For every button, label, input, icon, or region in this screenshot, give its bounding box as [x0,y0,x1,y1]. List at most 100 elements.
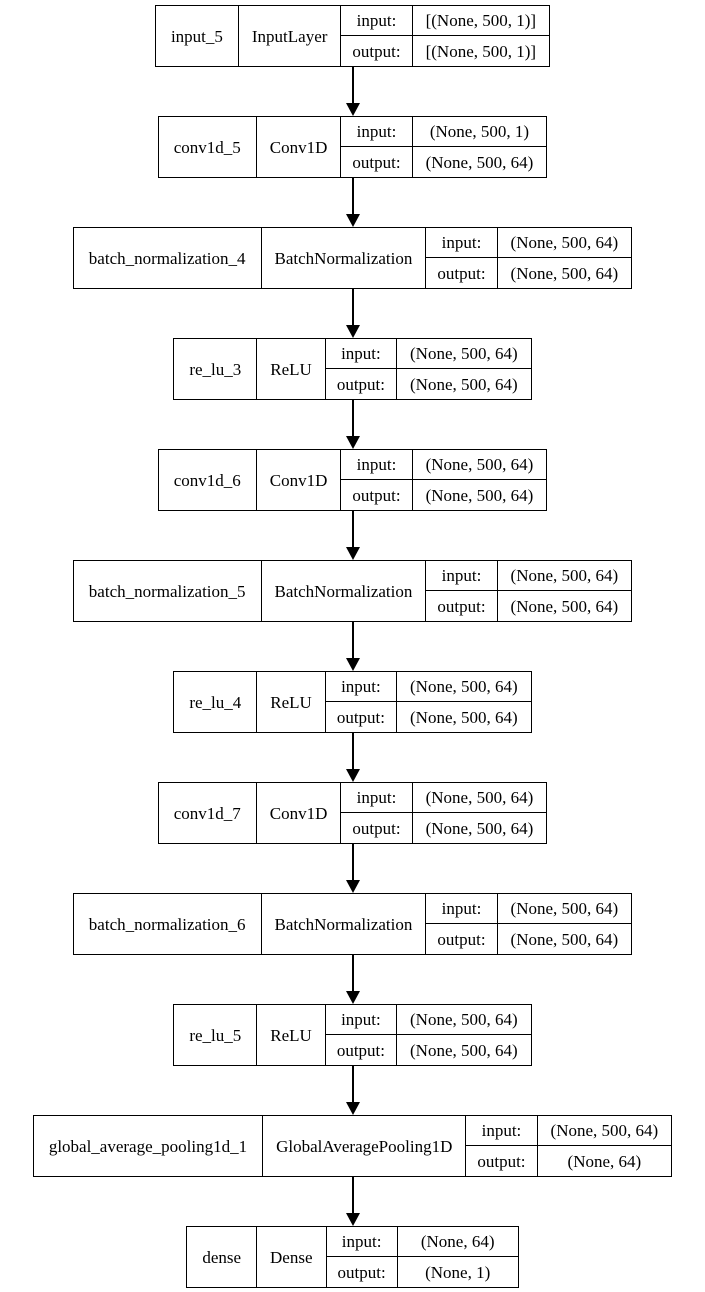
arrow-line [351,1177,354,1213]
arrow-line [351,289,354,325]
edge-arrow [345,178,360,227]
layer-node-re_lu_3: re_lu_3 ReLU input: (None, 500, 64) outp… [173,338,532,400]
io-input-shape: (None, 500, 64) [497,894,632,924]
edge-arrow [345,400,360,449]
io-output-shape: (None, 500, 64) [425,152,534,172]
arrow-line [351,1066,354,1102]
arrow-line [351,733,354,769]
io-input-shape: (None, 500, 64) [412,783,547,813]
layer-node-batch_normalization_5: batch_normalization_5 BatchNormalization… [72,560,633,622]
edge-arrow [345,67,360,116]
layer-name: batch_normalization_4 [74,228,262,288]
io-input-label: input: [341,450,413,480]
edge-arrow [345,1177,360,1226]
arrow-head-icon [345,769,360,782]
io-input-shape: (None, 500, 64) [397,1005,531,1035]
layer-class: Conv1D [257,117,342,177]
layer-node-dense: dense Dense input: (None, 64) output: (N… [186,1226,519,1288]
edge-arrow [345,511,360,560]
io-input-label: input: [341,783,413,813]
io-input-shape: (None, 500, 64) [412,450,547,480]
edge-arrow [345,733,360,782]
io-output-shape: (None, 500, 64) [410,1040,518,1060]
layer-name: global_average_pooling1d_1 [34,1116,264,1176]
arrow-line [351,955,354,991]
io-output-label: output: [466,1146,538,1176]
layer-name: conv1d_6 [159,450,257,510]
arrow-line [351,178,354,214]
layer-node-global_average_pooling1d_1: global_average_pooling1d_1 GlobalAverage… [32,1115,673,1177]
io-input-shape: [(None, 500, 1)] [412,6,550,36]
io-output-label: output: [426,258,498,288]
io-output-label: output: [341,36,413,66]
layer-class: GlobalAveragePooling1D [263,1116,467,1176]
layer-node-conv1d_7: conv1d_7 Conv1D input: (None, 500, 64) o… [157,782,548,844]
io-input-label: input: [325,339,397,369]
io-output-shape: (None, 500, 64) [425,485,534,505]
layer-io-table: input: (None, 500, 64) output: (None, 50… [426,894,632,954]
io-input-shape: (None, 500, 64) [537,1116,672,1146]
arrow-head-icon [345,214,360,227]
io-output-shape: (None, 500, 64) [510,929,619,949]
edge-arrow [345,844,360,893]
io-output-shape: (None, 500, 64) [510,263,619,283]
arrow-line [351,400,354,436]
layer-io-table: input: (None, 500, 64) output: (None, 50… [341,450,547,510]
io-input-label: input: [325,1005,397,1035]
io-output-label: output: [327,1257,398,1287]
layer-node-conv1d_5: conv1d_5 Conv1D input: (None, 500, 1) ou… [157,116,548,178]
layer-node-re_lu_5: re_lu_5 ReLU input: (None, 500, 64) outp… [173,1004,532,1066]
io-input-label: input: [325,672,397,702]
io-input-label: input: [326,1227,398,1257]
io-input-label: input: [426,561,498,591]
layer-name: dense [187,1227,258,1287]
io-input-label: input: [466,1116,538,1146]
layer-node-input_5: input_5 InputLayer input: [(None, 500, 1… [154,5,551,67]
layer-io-table: input: [(None, 500, 1)] output: [(None, … [341,6,550,66]
layer-class: Dense [257,1227,327,1287]
io-output-shape: (None, 500, 64) [425,818,534,838]
arrow-head-icon [345,103,360,116]
io-input-label: input: [341,6,413,36]
layer-class: Conv1D [257,450,342,510]
layer-class: ReLU [257,672,326,732]
io-output-label: output: [426,924,498,954]
layer-name: batch_normalization_6 [74,894,262,954]
io-output-label: output: [326,702,397,732]
io-output-shape: (None, 500, 64) [410,707,518,727]
arrow-head-icon [345,547,360,560]
layer-io-table: input: (None, 500, 64) output: (None, 50… [325,1005,531,1065]
layer-io-table: input: (None, 500, 64) output: (None, 50… [341,783,547,843]
io-output-shape: (None, 500, 64) [510,596,619,616]
layer-node-batch_normalization_4: batch_normalization_4 BatchNormalization… [72,227,633,289]
io-input-label: input: [426,228,498,258]
layer-io-table: input: (None, 64) output: (None, 1) [326,1227,518,1287]
io-output-label: output: [326,1035,397,1065]
io-output-shape: (None, 64) [567,1151,642,1171]
io-input-label: input: [341,117,413,147]
edge-arrow [345,1066,360,1115]
layer-name: re_lu_5 [174,1005,258,1065]
layer-name: conv1d_7 [159,783,257,843]
io-output-label: output: [341,147,413,177]
arrow-head-icon [345,1102,360,1115]
layer-class: Conv1D [257,783,342,843]
arrow-line [351,844,354,880]
edge-arrow [345,289,360,338]
arrow-line [351,511,354,547]
io-output-label: output: [341,480,413,510]
layer-class: BatchNormalization [262,228,427,288]
arrow-line [351,622,354,658]
layer-io-table: input: (None, 500, 64) output: (None, 50… [325,339,531,399]
io-output-label: output: [341,813,413,843]
layer-node-conv1d_6: conv1d_6 Conv1D input: (None, 500, 64) o… [157,449,548,511]
layer-name: batch_normalization_5 [74,561,262,621]
arrow-head-icon [345,880,360,893]
layer-class: ReLU [257,1005,326,1065]
io-output-shape: (None, 1) [425,1262,491,1282]
io-input-label: input: [426,894,498,924]
io-input-shape: (None, 500, 64) [497,228,632,258]
arrow-head-icon [345,325,360,338]
layer-class: ReLU [257,339,326,399]
